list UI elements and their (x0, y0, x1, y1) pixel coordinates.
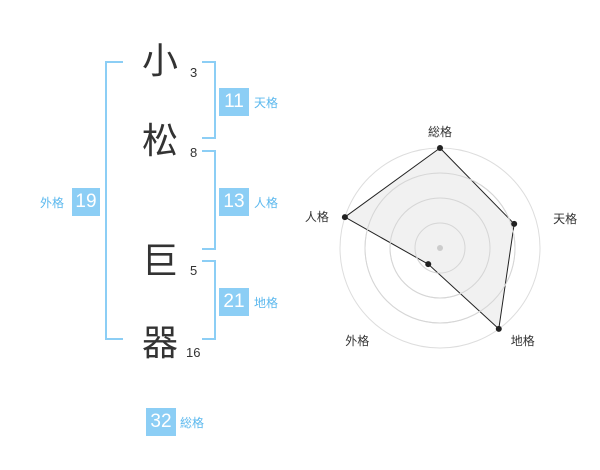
stroke-count-2: 8 (190, 145, 198, 160)
radar-ring-overlay-3 (364, 172, 516, 324)
radar-axis-label-2: 天格 (553, 211, 577, 226)
jinkaku-bracket (202, 150, 216, 250)
gaikaku-badge: 19 (72, 188, 100, 216)
stroke-count-1: 3 (190, 65, 198, 80)
name-char-4: 器 (141, 323, 178, 364)
soukaku-label: 総格 (180, 416, 205, 430)
radar-axis-label-4: 外格 (345, 333, 369, 348)
soukaku-badge: 32 (146, 408, 176, 436)
radar-point-1 (437, 145, 443, 151)
radar-axis-label-5: 人格 (305, 209, 329, 224)
name-char-3: 巨 (141, 241, 178, 282)
chikaku-bracket (202, 260, 216, 340)
tenkaku-bracket (202, 61, 216, 139)
tenkaku-badge: 11 (219, 88, 249, 116)
gaikaku-label: 外格 (40, 196, 65, 210)
gaikaku-bracket (105, 61, 123, 340)
radar-ring-overlay-1 (414, 222, 466, 274)
tenkaku-label: 天格 (254, 96, 279, 110)
radar-point-5 (341, 214, 348, 221)
chikaku-label: 地格 (254, 296, 279, 310)
radar-ring-overlay-2 (389, 197, 491, 299)
jinkaku-badge: 13 (219, 188, 249, 216)
radar-point-2 (511, 220, 518, 227)
stroke-count-4: 16 (186, 345, 201, 360)
radar-point-3 (495, 325, 502, 332)
jinkaku-label: 人格 (254, 196, 279, 210)
name-char-2: 松 (141, 121, 178, 162)
chikaku-badge: 21 (219, 288, 249, 316)
stroke-count-3: 5 (190, 263, 198, 278)
radar-data-polygon (343, 147, 515, 330)
radar-center-dot (437, 245, 443, 251)
radar-point-4 (425, 261, 432, 268)
radar-axis-label-1: 総格 (428, 124, 452, 139)
radar-axis-label-3: 地格 (511, 333, 535, 348)
name-char-1: 小 (141, 41, 178, 82)
